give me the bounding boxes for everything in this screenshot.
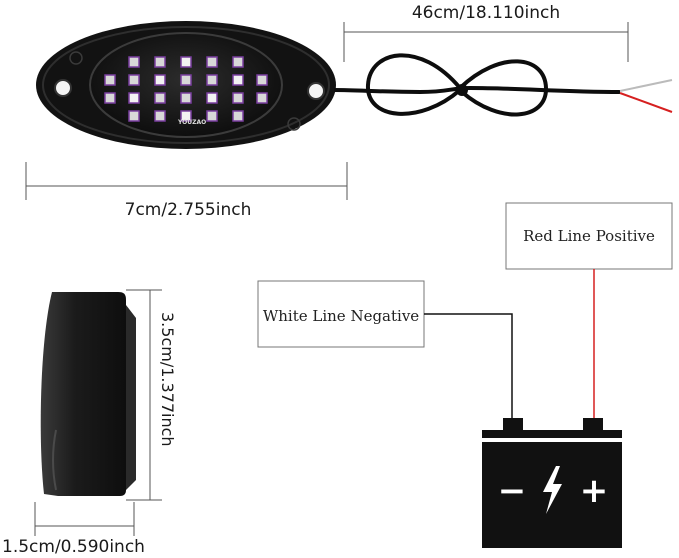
housing-base bbox=[126, 305, 136, 490]
cable-length-label: 46cm/18.110inch bbox=[412, 3, 560, 23]
negative-wire bbox=[424, 313, 513, 420]
led-chip bbox=[232, 56, 244, 68]
led-chip bbox=[128, 92, 140, 104]
battery-lid bbox=[482, 430, 622, 438]
led-chip bbox=[128, 110, 140, 122]
depth-dimension: 1.5cm/0.590inch bbox=[2, 502, 145, 557]
led-chip bbox=[128, 74, 140, 86]
width-label: 7cm/2.755inch bbox=[125, 200, 252, 220]
led-chip bbox=[232, 74, 244, 86]
led-chip bbox=[256, 92, 268, 104]
led-chip bbox=[180, 110, 192, 122]
mounting-hole-left bbox=[54, 79, 72, 97]
minus-symbol: − bbox=[498, 471, 527, 511]
positive-label-box bbox=[505, 202, 673, 270]
lightning-icon bbox=[543, 466, 562, 514]
cable-main bbox=[333, 85, 621, 95]
battery-icon: − + bbox=[482, 418, 622, 548]
mounting-hole-right bbox=[307, 82, 325, 100]
height-label: 3.5cm/1.377inch bbox=[158, 312, 177, 447]
width-dimension: 7cm/2.755inch bbox=[25, 162, 348, 220]
depth-label: 1.5cm/0.590inch bbox=[2, 537, 145, 557]
brand-label: YOUZAO bbox=[177, 119, 206, 126]
led-chip bbox=[256, 74, 268, 86]
led-chip bbox=[104, 74, 116, 86]
cable-knot bbox=[456, 84, 468, 96]
led-chip bbox=[206, 110, 218, 122]
height-dimension: 3.5cm/1.377inch bbox=[126, 289, 177, 501]
led-chip bbox=[128, 56, 140, 68]
led-chip bbox=[206, 74, 218, 86]
led-chip bbox=[154, 92, 166, 104]
led-chip bbox=[206, 92, 218, 104]
led-chip bbox=[154, 74, 166, 86]
thread-detail bbox=[52, 429, 57, 491]
cable-loop-right bbox=[458, 59, 549, 117]
housing-side bbox=[40, 292, 126, 496]
led-chip bbox=[104, 92, 116, 104]
led-chip bbox=[180, 74, 192, 86]
positive-label: Red Line Positive bbox=[523, 227, 655, 245]
power-cable bbox=[333, 53, 673, 117]
screw-icon bbox=[287, 117, 301, 131]
housing-rim bbox=[42, 26, 330, 144]
screw-icon bbox=[69, 51, 83, 65]
led-chip bbox=[154, 56, 166, 68]
white-wire-end bbox=[619, 79, 673, 92]
negative-terminal bbox=[503, 418, 523, 430]
led-chip bbox=[180, 56, 192, 68]
led-chip bbox=[154, 110, 166, 122]
negative-label-box bbox=[257, 280, 425, 348]
negative-label: White Line Negative bbox=[263, 307, 419, 325]
led-chip bbox=[232, 92, 244, 104]
led-chip bbox=[206, 56, 218, 68]
rock-light-side-view bbox=[40, 292, 136, 496]
cable-length-dimension: 46cm/18.110inch bbox=[343, 3, 629, 62]
red-wire-end bbox=[619, 92, 673, 113]
rock-light-top-view: YOUZAO bbox=[36, 21, 336, 149]
led-chip-grid bbox=[104, 56, 268, 122]
cable-loop-left bbox=[365, 53, 462, 116]
positive-terminal bbox=[583, 418, 603, 430]
led-chip bbox=[180, 92, 192, 104]
led-chip bbox=[232, 110, 244, 122]
wiring-diagram: Red Line Positive White Line Negative − … bbox=[257, 202, 673, 548]
plus-symbol: + bbox=[580, 471, 609, 511]
